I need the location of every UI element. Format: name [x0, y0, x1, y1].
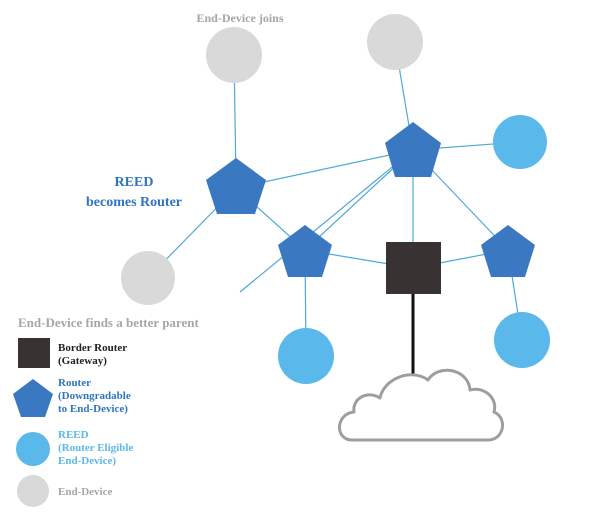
router-node: [206, 158, 266, 214]
link: [235, 149, 414, 189]
reed-node: [493, 115, 547, 169]
link: [239, 149, 414, 293]
router-node: [278, 225, 332, 277]
legend-reed-label: REED: [58, 429, 89, 441]
legend-reed-label-line3: End-Device): [58, 455, 116, 467]
legend-router-label-line2: (Downgradable: [58, 390, 131, 402]
legend-border-router-icon: [18, 338, 50, 368]
router-node: [481, 225, 535, 277]
annotation-reed-becomes-router: REED: [115, 175, 154, 190]
legend-end-device-icon: [17, 475, 49, 507]
router-node: [385, 122, 441, 177]
annotation-reed-becomes-router-line2: becomes Router: [86, 195, 182, 210]
legend: Border Router (Gateway) Router (Downgrad…: [13, 338, 133, 507]
legend-router-label-line3: to End-Device): [58, 403, 128, 415]
legend-reed-icon: [16, 432, 50, 466]
legend-end-device-label: End-Device: [58, 486, 113, 498]
legend-router-icon: [13, 379, 53, 417]
annotation-end-device-finds-parent: End-Device finds a better parent: [18, 315, 199, 330]
reed-node: [494, 312, 550, 368]
reed-node: [278, 328, 334, 384]
legend-router-label: Router: [58, 377, 91, 389]
annotation-end-device-joins: End-Device joins: [197, 11, 284, 25]
cloud-icon: [338, 368, 504, 442]
end-device-node: [121, 251, 175, 305]
legend-border-router-label-line2: (Gateway): [58, 355, 107, 367]
end-device-node: [206, 27, 262, 83]
legend-border-router-label: Border Router: [58, 342, 127, 354]
legend-reed-label-line2: (Router Eligible: [58, 442, 133, 454]
border-router-node: [386, 242, 441, 294]
end-device-node: [367, 14, 423, 70]
network-links: [147, 41, 523, 357]
